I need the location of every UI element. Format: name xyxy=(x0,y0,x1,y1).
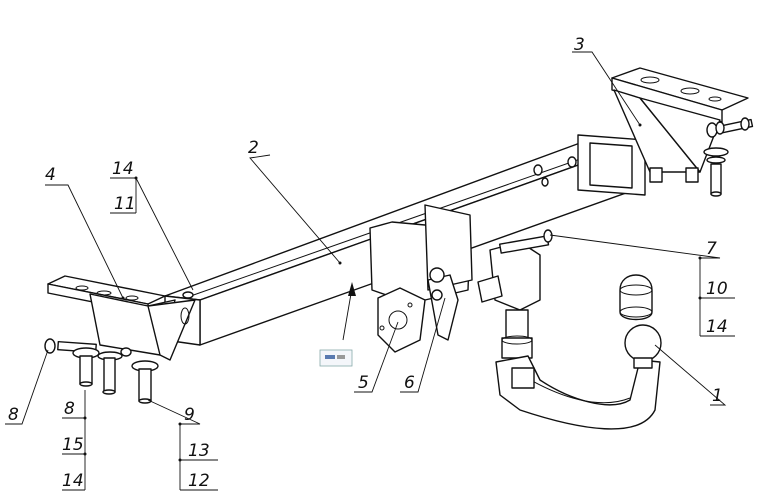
callout-leaders xyxy=(5,51,735,491)
callout-14-right: 14 xyxy=(706,317,728,337)
callout-15: 15 xyxy=(62,435,84,455)
tow-ball-neck xyxy=(495,324,662,430)
right-bracket-bolts xyxy=(649,117,754,197)
callout-13: 13 xyxy=(188,441,210,461)
direction-arrow xyxy=(342,282,356,341)
left-bracket-bolts xyxy=(44,291,194,404)
callout-3: 3 xyxy=(574,35,585,55)
left-mounting-bracket xyxy=(47,275,196,361)
callout-14-bottom: 14 xyxy=(62,471,84,491)
callout-9: 9 xyxy=(184,405,195,425)
right-end-plate xyxy=(577,134,646,196)
beam-fasteners xyxy=(533,156,577,187)
callout-10: 10 xyxy=(706,279,728,299)
callout-4: 4 xyxy=(45,165,56,185)
callout-1: 1 xyxy=(712,386,723,406)
label-sticker xyxy=(319,349,353,367)
callout-6: 6 xyxy=(404,373,415,393)
callout-7: 7 xyxy=(706,239,717,259)
callout-2: 2 xyxy=(248,138,259,158)
callout-5: 5 xyxy=(358,373,369,393)
tow-ball-cap xyxy=(619,274,653,321)
tow-plate-assembly xyxy=(369,204,473,353)
callout-8-left: 8 xyxy=(8,405,19,425)
ball-mount-clamp xyxy=(477,229,553,359)
callout-14-top: 14 xyxy=(112,159,134,179)
callout-8: 8 xyxy=(64,399,75,419)
callout-labels: 2 3 4 14 11 7 10 14 1 5 6 8 8 15 14 9 13… xyxy=(8,35,728,491)
callout-12: 12 xyxy=(188,471,210,491)
callout-11: 11 xyxy=(114,194,136,214)
